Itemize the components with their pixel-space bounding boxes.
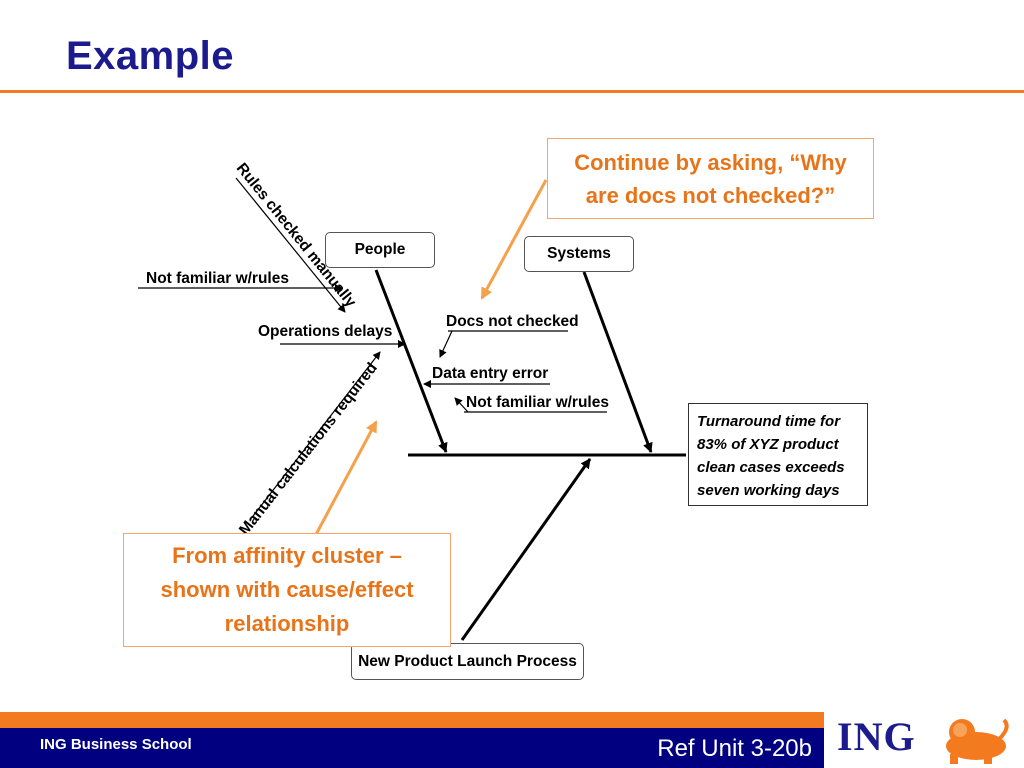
manual-calc-line xyxy=(249,351,381,521)
not-familiar-2-arrow xyxy=(454,397,469,413)
systems-bone xyxy=(582,271,653,453)
affinity-callout: From affinity cluster – shown with cause… xyxy=(123,533,451,647)
rules-checked-line xyxy=(235,177,346,313)
footer-accent-bar xyxy=(0,712,824,728)
page-title: Example xyxy=(66,34,235,78)
continue-callout: Continue by asking, “Why are docs not ch… xyxy=(547,138,874,219)
title-divider xyxy=(0,90,1024,93)
ing-logo-text: ING xyxy=(837,714,916,759)
category-systems: Systems xyxy=(524,236,634,272)
cause-not-familiar-rules: Not familiar w/rules xyxy=(146,270,289,287)
category-process: New Product Launch Process xyxy=(351,643,584,680)
cause-not-familiar-rules-2: Not familiar w/rules xyxy=(466,394,609,411)
category-people: People xyxy=(325,232,435,268)
footer-reference: Ref Unit 3-20b xyxy=(657,735,812,762)
people-bone xyxy=(374,269,448,453)
effect-box: Turnaround time for 83% of XYZ product c… xyxy=(688,403,868,506)
continue-callout-arrow xyxy=(480,179,548,300)
lion-icon xyxy=(946,718,1009,764)
process-bone xyxy=(460,458,592,641)
cause-docs-not-checked: Docs not checked xyxy=(446,313,579,330)
cause-data-entry-error: Data entry error xyxy=(432,365,549,382)
affinity-callout-arrow xyxy=(310,420,378,543)
footer-bar xyxy=(0,728,824,768)
footer-school: ING Business School xyxy=(40,736,192,753)
cause-operations-delays: Operations delays xyxy=(258,323,393,340)
docs-not-checked-arrow xyxy=(439,330,453,358)
